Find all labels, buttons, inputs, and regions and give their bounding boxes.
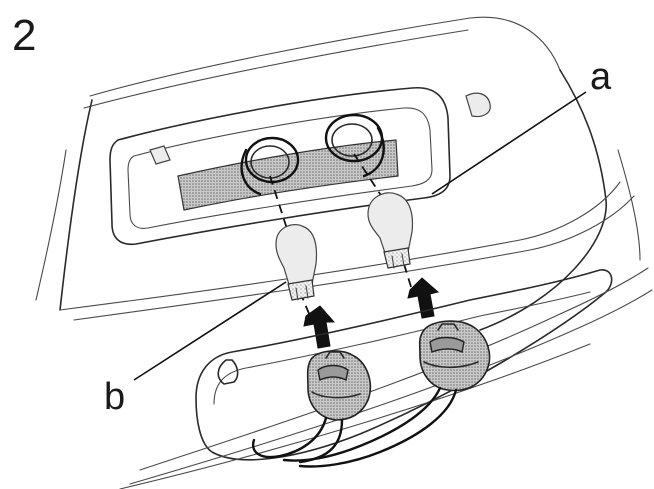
step-number: 2 — [12, 11, 37, 60]
bulb-socket-icon — [418, 320, 491, 392]
wiring-harness — [251, 386, 458, 468]
callout-label-a: a — [590, 56, 612, 98]
callout-label-b: b — [104, 376, 126, 418]
wedge-bulb-icon — [275, 223, 318, 301]
harness-tray — [119, 267, 653, 489]
callout-leaders — [133, 91, 587, 381]
socket-hole-right — [324, 113, 385, 178]
housing-panel — [35, 16, 641, 331]
wedge-bulb-icon — [367, 192, 414, 269]
lamp-opening-frame — [109, 87, 491, 246]
up-arrow-icon — [303, 277, 440, 349]
bulb-socket-icon — [306, 350, 372, 421]
